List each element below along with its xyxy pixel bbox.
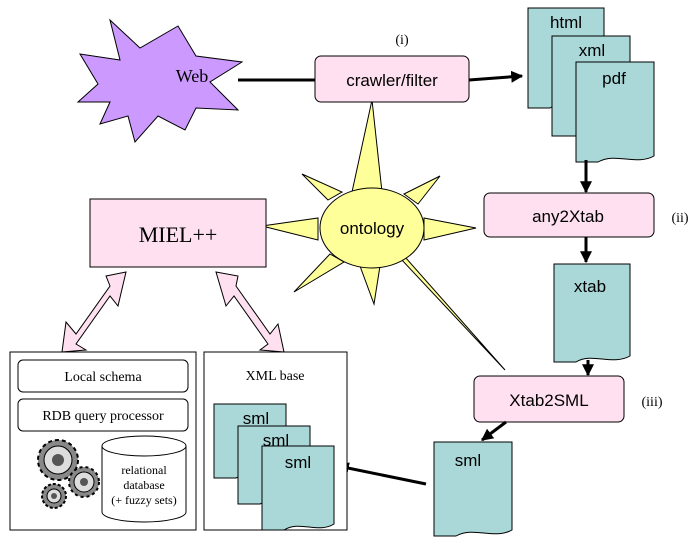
sml-base-label-2: sml bbox=[263, 431, 289, 450]
xml-base-title: XML base bbox=[246, 369, 305, 384]
miel-box bbox=[89, 198, 267, 268]
ontology-ray-left bbox=[261, 217, 319, 241]
xml-label: xml bbox=[579, 41, 605, 60]
local-schema-box bbox=[17, 359, 189, 393]
any2xtab-box bbox=[483, 192, 655, 238]
sml-base-document-3 bbox=[261, 445, 335, 531]
sml-base-documents bbox=[213, 403, 335, 531]
xtab2sml-box bbox=[473, 375, 625, 423]
step-iii-label: (iii) bbox=[642, 395, 663, 410]
ontology-ray-lower-left bbox=[293, 253, 345, 293]
sml-output-document bbox=[433, 441, 513, 537]
database-line-1: relational bbox=[121, 463, 167, 477]
local-schema-label: Local schema bbox=[64, 370, 142, 385]
xtab-label: xtab bbox=[574, 277, 606, 296]
crawler-filter-label: crawler/filter bbox=[346, 71, 438, 90]
web-label: Web bbox=[176, 66, 209, 86]
database-cylinder-icon bbox=[101, 435, 187, 523]
pdf-label: pdf bbox=[602, 69, 626, 88]
sml-base-label-1: sml bbox=[243, 409, 269, 428]
ontology-ray-lower-right bbox=[389, 239, 506, 371]
query-processor-box bbox=[17, 398, 189, 432]
ontology-ray-down bbox=[359, 265, 381, 306]
ontology-ray-up bbox=[351, 99, 383, 193]
web-star bbox=[76, 18, 244, 144]
ontology-ray-upper-left bbox=[301, 173, 344, 201]
source-documents bbox=[527, 7, 655, 163]
database-line-2: database bbox=[123, 478, 164, 492]
ontology-ray-right bbox=[423, 217, 477, 241]
gears-icon bbox=[37, 439, 100, 509]
miel-label: MIEL++ bbox=[139, 222, 218, 247]
xtab2sml-to-sml-arrow bbox=[481, 420, 507, 442]
any2xtab-label: any2Xtab bbox=[532, 207, 604, 226]
ontology-ray-upper-right bbox=[403, 175, 441, 205]
sml-base-label-3: sml bbox=[285, 453, 311, 472]
database-line-3: (+ fuzzy sets) bbox=[111, 493, 176, 507]
ontology-rays bbox=[261, 99, 506, 371]
sml-to-xml-base-arrow bbox=[336, 462, 427, 486]
query-processor-label: RDB query processor bbox=[42, 409, 164, 424]
step-ii-label: (ii) bbox=[671, 211, 688, 226]
xtab-document bbox=[553, 263, 631, 363]
html-label: html bbox=[550, 13, 582, 32]
step-i-label: (i) bbox=[395, 33, 409, 48]
pdf-document bbox=[575, 61, 655, 163]
ontology-circle bbox=[319, 187, 425, 269]
sml-output-label: sml bbox=[455, 451, 481, 470]
ontology-label: ontology bbox=[340, 219, 405, 238]
miel-xml-double-arrow bbox=[215, 271, 285, 353]
miel-rdb-double-arrow bbox=[61, 271, 127, 353]
xtab2sml-label: Xtab2SML bbox=[509, 391, 588, 410]
crawler-to-docs-arrow bbox=[468, 70, 524, 83]
